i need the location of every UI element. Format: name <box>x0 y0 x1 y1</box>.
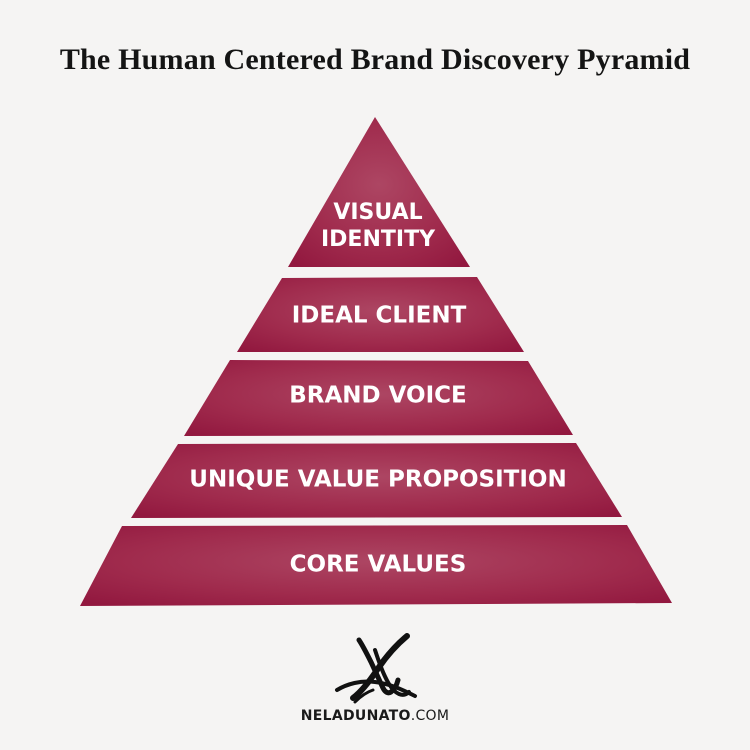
tier-brand-voice: BRAND VOICE <box>184 360 573 436</box>
tier-shape <box>80 525 672 606</box>
tier-label: UNIQUE VALUE PROPOSITION <box>189 467 566 493</box>
tier-label: BRAND VOICE <box>289 383 467 409</box>
tier-shape <box>131 443 622 518</box>
website-footer: NELADUNATO.COM <box>0 708 750 724</box>
tier-core-values: CORE VALUES <box>80 525 672 606</box>
domain-suffix: .COM <box>410 708 450 724</box>
tier-ideal-client: IDEAL CLIENT <box>237 277 524 352</box>
tier-label: IDEAL CLIENT <box>292 303 467 329</box>
tier-visual-identity: VISUAL IDENTITY <box>288 117 470 267</box>
tier-label: CORE VALUES <box>290 552 467 578</box>
tier-shape <box>237 277 524 352</box>
tier-shape <box>184 360 573 436</box>
tier-unique-value-proposition: UNIQUE VALUE PROPOSITION <box>131 443 622 518</box>
brand-name: NELADUNATO <box>300 708 411 724</box>
tier-label-line1: VISUAL <box>333 200 422 225</box>
neladunato-monogram-icon <box>335 633 417 704</box>
tier-label-line2: IDENTITY <box>321 227 436 252</box>
tier-shape <box>288 117 470 267</box>
pyramid-title: The Human Centered Brand Discovery Pyram… <box>59 43 691 76</box>
